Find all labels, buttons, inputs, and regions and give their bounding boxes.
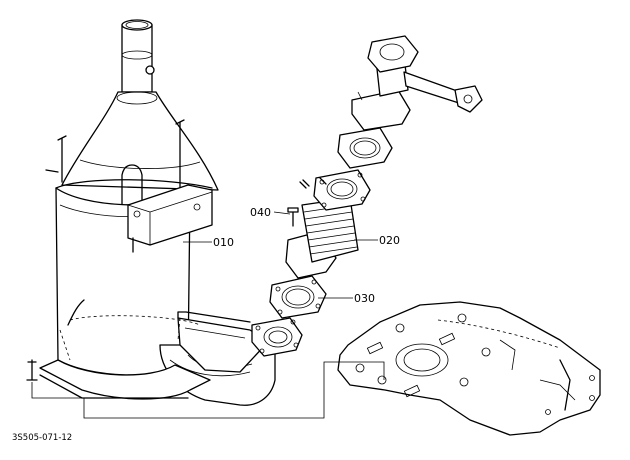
- callout-010: 010: [213, 236, 234, 249]
- bolt: [287, 177, 327, 227]
- leader-lines: [31, 211, 385, 419]
- upper-gasket: [337, 127, 393, 169]
- connecting-pipe: [177, 311, 303, 373]
- gasket: [269, 275, 327, 319]
- exhaust-manifold: [351, 35, 483, 131]
- mounting-plate: [337, 301, 601, 436]
- callout-040: 040: [250, 206, 271, 219]
- callout-030: 030: [354, 292, 375, 305]
- flex-pipe: [285, 169, 371, 279]
- callout-020: 020: [379, 234, 400, 247]
- phantom-outline: [59, 315, 561, 361]
- drawing-code: 3S505-071-12: [12, 433, 72, 443]
